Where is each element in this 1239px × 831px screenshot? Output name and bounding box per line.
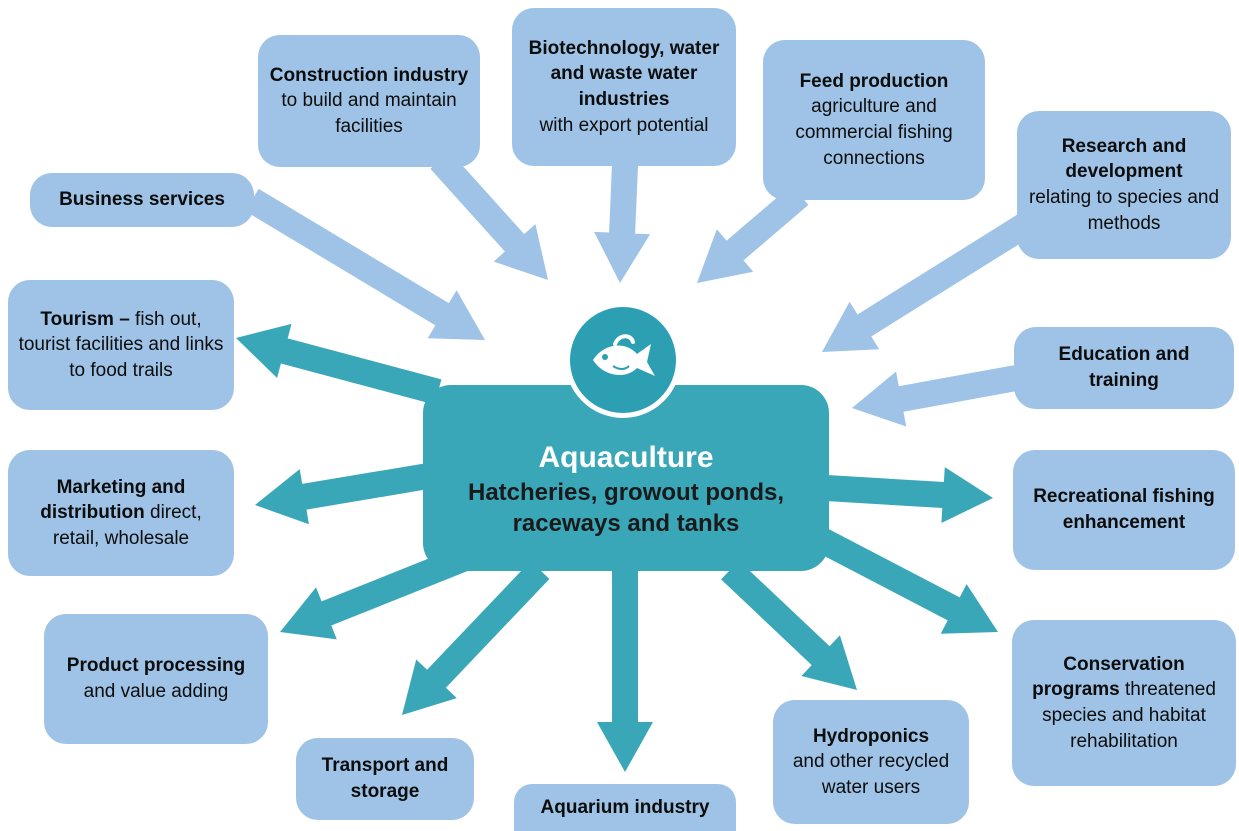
box-tourism: Tourism – fish out, tourist facilities a…	[8, 280, 234, 410]
arrow-conservation-out	[806, 523, 998, 634]
aquaculture-subtitle-line-2: raceways and tanks	[512, 509, 740, 537]
box-research-development-bold: Research and development	[1061, 135, 1187, 183]
box-hydroponics-bold: Hydroponics	[812, 725, 930, 747]
box-marketing-distribution: Marketing and distribution direct, retai…	[8, 450, 234, 576]
box-biotechnology: Biotechnology, water and waste water ind…	[512, 8, 736, 166]
box-construction-industry-text: to build and maintain facilities	[281, 90, 457, 137]
aquaculture-subtitle-line-1: Hatcheries, growout ponds,	[467, 478, 785, 506]
box-feed-production: Feed production agriculture and commerci…	[763, 40, 985, 200]
box-recreational-fishing-bold: Recreational fishing enhancement	[1033, 486, 1215, 533]
box-construction-industry-bold: Construction industry	[269, 64, 469, 86]
arrow-transport-out	[402, 561, 550, 715]
box-hydroponics: Hydroponics and other recycled water use…	[773, 700, 969, 824]
box-conservation-programs: Conservation programs threatened species…	[1012, 620, 1236, 786]
arrow-business-services-in	[245, 188, 485, 340]
box-business-services: Business services	[30, 173, 254, 227]
box-marketing-distribution-text: direct, retail, wholesale	[52, 502, 202, 549]
box-biotechnology-text: with export potential	[539, 114, 709, 136]
box-conservation-programs-bold: Conservation programs	[1032, 653, 1185, 701]
box-tourism-bold: Tourism –	[40, 308, 130, 330]
box-recreational-fishing: Recreational fishing enhancement	[1013, 450, 1235, 570]
box-education-training-bold: Education and training	[1058, 344, 1190, 391]
arrow-processing-out	[280, 545, 470, 640]
box-conservation-programs-text: threatened species and habitat rehabilit…	[1042, 679, 1216, 752]
box-feed-production-text: agriculture and commercial fishing conne…	[795, 96, 953, 169]
arrow-aquarium-out	[597, 570, 653, 772]
box-business-services-bold: Business services	[59, 189, 225, 211]
box-product-processing: Product processing and value adding	[44, 614, 268, 744]
box-biotechnology-bold: Biotechnology, water and waste water ind…	[528, 37, 720, 110]
box-product-processing-bold: Product processing	[66, 655, 246, 677]
box-feed-production-bold: Feed production	[799, 70, 949, 92]
box-transport-storage-bold: Transport and storage	[321, 755, 449, 802]
fish-icon	[593, 334, 655, 376]
box-research-development-text: relating to species and methods	[1028, 187, 1220, 234]
box-education-training: Education and training	[1014, 327, 1234, 409]
box-marketing-distribution-bold: Marketing and distribution	[40, 476, 186, 524]
box-construction-industry: Construction industry to build and maint…	[258, 35, 480, 167]
arrow-biotechnology-in	[594, 164, 651, 283]
aquaculture-center-box: Aquaculture Hatcheries, growout ponds, r…	[423, 385, 829, 571]
box-hydroponics-text: and other recycled water users	[792, 751, 950, 798]
aquaculture-title: Aquaculture	[538, 441, 714, 475]
arrow-marketing-out	[255, 463, 431, 525]
arrow-education-in	[852, 365, 1019, 427]
fish-icon-badge	[565, 302, 681, 418]
arrow-recreational-out	[825, 467, 993, 523]
box-tourism-text: fish out, tourist facilities and links t…	[18, 308, 224, 381]
arrow-tourism-out	[236, 323, 442, 405]
box-research-development: Research and development relating to spe…	[1017, 111, 1231, 259]
arrow-feed-in	[697, 185, 809, 283]
arrow-construction-in	[430, 151, 548, 280]
box-aquarium-industry: Aquarium industry	[514, 784, 736, 831]
arrow-research-in	[822, 211, 1037, 352]
arrow-hydroponics-out	[721, 560, 857, 690]
box-transport-storage: Transport and storage	[296, 738, 474, 820]
box-product-processing-text: and value adding	[83, 681, 229, 702]
box-aquarium-industry-bold: Aquarium industry	[540, 796, 710, 818]
